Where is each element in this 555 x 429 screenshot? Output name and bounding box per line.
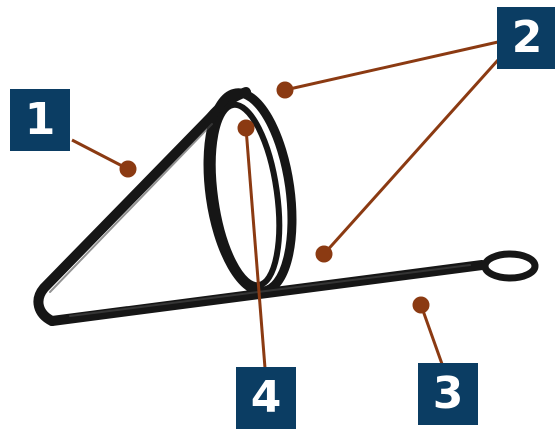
callout-badge-2: 2 (497, 7, 555, 69)
leader-line-3 (419, 304, 444, 365)
straight-leg-highlight (69, 264, 471, 317)
wire-highlights (49, 123, 471, 317)
leader-line-2b (322, 58, 500, 256)
callout-badge-1: 1 (10, 89, 70, 151)
leader-dot-3 (412, 296, 430, 314)
leader-dot-1 (119, 160, 137, 178)
leader-lines (71, 40, 500, 369)
end-eyelet (481, 250, 539, 282)
callout-badge-3: 3 (418, 363, 478, 425)
callout-badge-4: 4 (236, 367, 296, 429)
leader-line-1 (71, 138, 129, 171)
leader-dot-2b (315, 245, 333, 263)
angled-leg-highlight (49, 123, 213, 293)
leader-dot-4 (237, 119, 255, 137)
leader-dot-2a (276, 81, 294, 99)
leader-line-4 (244, 127, 267, 369)
leader-line-2a (284, 40, 499, 92)
wire-form (33, 87, 539, 326)
